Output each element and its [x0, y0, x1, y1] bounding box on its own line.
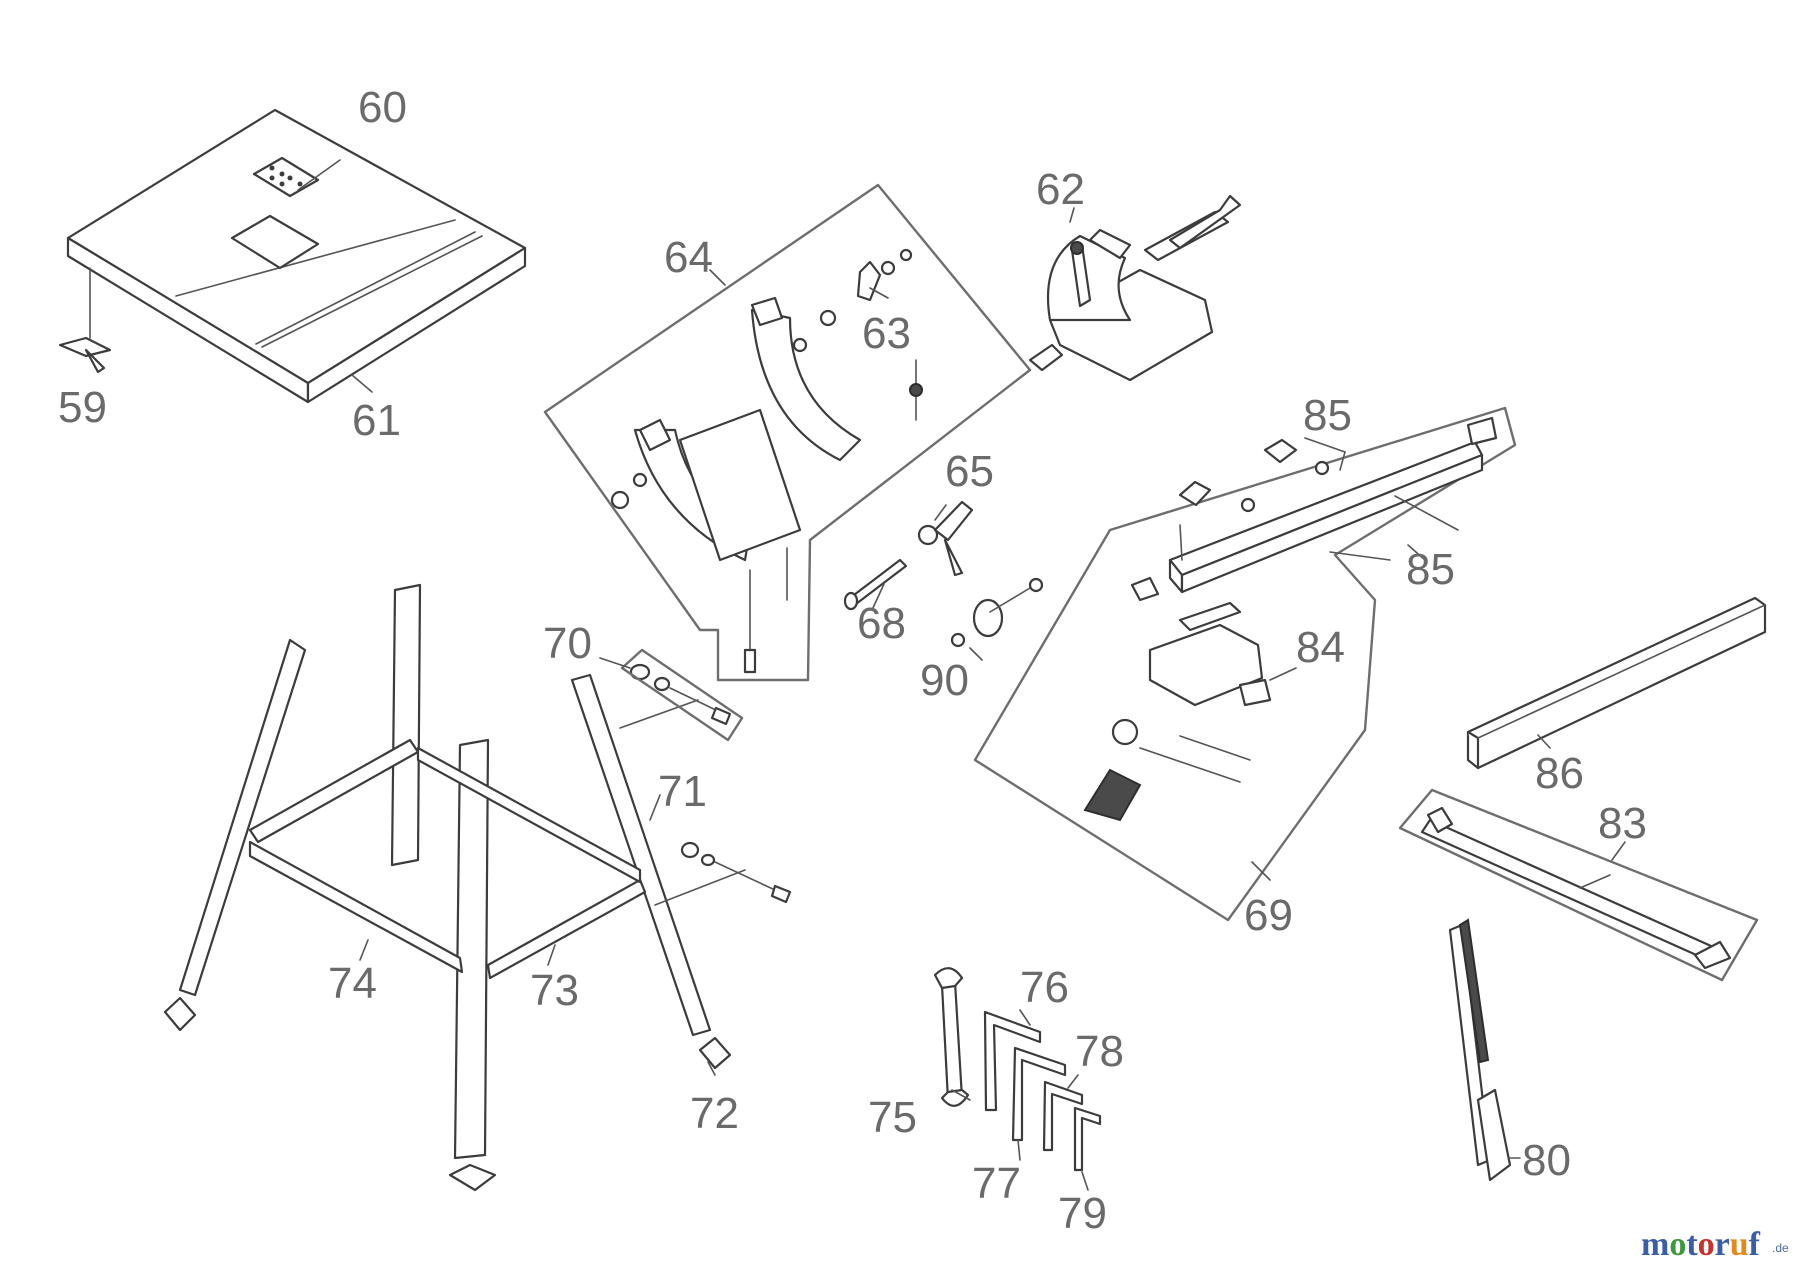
wm-letter-m: m — [1641, 1226, 1669, 1263]
stand-stretchers-part — [248, 738, 647, 980]
wm-letter-u: u — [1730, 1226, 1749, 1263]
fence-extrusion-part — [1466, 596, 1767, 770]
label-78: 78 — [1075, 1027, 1124, 1076]
table-screw-part — [58, 336, 112, 374]
label-65: 65 — [945, 447, 994, 496]
label-84: 84 — [1296, 623, 1345, 672]
label-60: 60 — [358, 83, 407, 132]
label-76: 76 — [1020, 963, 1069, 1012]
wrench-part — [933, 967, 970, 1107]
stand-bolt-parts — [619, 663, 792, 906]
label-62: 62 — [1036, 165, 1085, 214]
watermark-logo: motoruf .de — [1641, 1226, 1789, 1263]
guard-pin-part — [909, 359, 923, 421]
wm-domain: .de — [1772, 1241, 1789, 1255]
label-85-bottom: 85 — [1406, 545, 1455, 594]
wm-letter-o2: o — [1698, 1226, 1715, 1263]
fence-handle-part — [1083, 718, 1251, 822]
fence-rail-part — [1168, 440, 1484, 594]
table-top-part — [66, 108, 527, 404]
label-73: 73 — [530, 966, 579, 1015]
label-64: 64 — [664, 233, 713, 282]
label-74: 74 — [328, 959, 377, 1008]
wm-letter-f: f — [1749, 1226, 1761, 1263]
group-outline-64 — [543, 183, 1032, 682]
fence-clamp-part — [1130, 576, 1272, 707]
blade-guard-bracket-part — [633, 296, 862, 562]
hex-key-parts — [983, 1010, 1102, 1172]
label-83: 83 — [1598, 799, 1647, 848]
label-75: 75 — [868, 1093, 917, 1142]
washer-part — [950, 577, 1044, 648]
group-outline-70 — [620, 648, 744, 742]
part-labels: 59 60 61 62 63 64 65 68 69 70 71 72 73 7… — [58, 83, 1647, 1238]
label-59: 59 — [58, 383, 107, 432]
label-71: 71 — [658, 767, 707, 816]
wm-letter-o1: o — [1669, 1226, 1686, 1263]
label-85-top: 85 — [1303, 391, 1352, 440]
label-86: 86 — [1535, 749, 1584, 798]
label-79: 79 — [1058, 1189, 1107, 1238]
label-61: 61 — [352, 396, 401, 445]
stand-legs-part — [178, 583, 712, 1160]
rail-part — [1420, 806, 1732, 970]
pivot-bolt-part — [843, 558, 908, 611]
label-90: 90 — [920, 656, 969, 705]
label-70: 70 — [543, 619, 592, 668]
fence-roller-parts — [1178, 416, 1498, 513]
guard-knob-part — [856, 248, 913, 302]
insert-plate-holes — [269, 165, 303, 187]
guard-screws — [610, 309, 837, 674]
stand-feet-part — [163, 996, 732, 1192]
label-63: 63 — [862, 309, 911, 358]
svg-text:motoruf: motoruf — [1641, 1226, 1761, 1263]
wm-letter-r: r — [1715, 1226, 1730, 1263]
fence-bolt-parts — [1179, 495, 1459, 561]
blade-lock-lever-part — [917, 500, 974, 577]
push-stick-part — [1448, 918, 1512, 1182]
label-68: 68 — [857, 599, 906, 648]
group-outline-83 — [1398, 788, 1759, 982]
wm-letter-t: t — [1686, 1226, 1698, 1263]
label-69: 69 — [1244, 891, 1293, 940]
group-outline-69 — [973, 406, 1517, 922]
label-80: 80 — [1522, 1136, 1571, 1185]
label-77: 77 — [972, 1159, 1021, 1208]
label-72: 72 — [690, 1089, 739, 1138]
miter-gauge-part — [1028, 194, 1242, 382]
